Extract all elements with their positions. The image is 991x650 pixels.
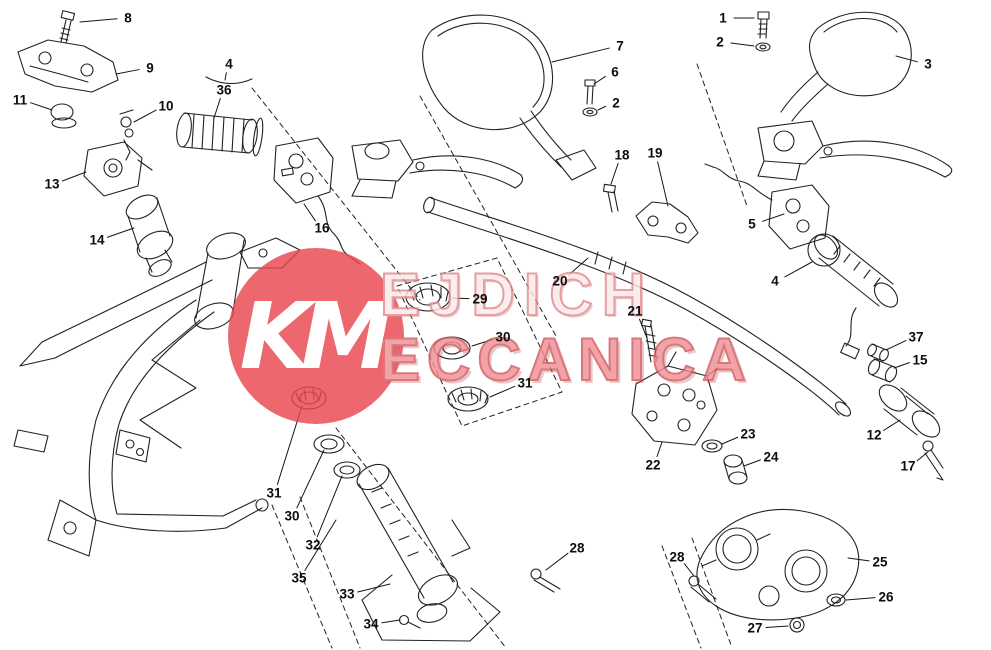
washer-2-center-drawing (582, 107, 598, 117)
bolt-28-left-drawing (530, 568, 561, 593)
bolt-6-drawing (584, 79, 596, 105)
ignition-switch-14-drawing (125, 194, 174, 277)
spacer-37-drawing (867, 343, 889, 362)
bracket-4-left (205, 76, 253, 85)
frame-drawing (13, 232, 301, 557)
right-mirror-3-drawing (780, 11, 912, 122)
steering-column-33-drawing (335, 427, 507, 649)
bolt-1-drawing (757, 11, 770, 39)
spacer-15-drawing (867, 358, 898, 383)
bolt-17-drawing (922, 440, 944, 481)
bar-end-weight-12-drawing (878, 384, 941, 438)
lower-bearing-drawing (291, 386, 361, 479)
bushing-24-drawing (723, 454, 748, 485)
bolt-21-drawing (640, 318, 660, 363)
washer-2-right-drawing (755, 42, 771, 52)
washer-23-drawing (701, 439, 723, 453)
bearing-stack-drawing (396, 257, 563, 427)
bolt-28-right-drawing (688, 575, 717, 603)
throttle-grip-drawing (807, 233, 899, 308)
clutch-lever-drawing (351, 139, 524, 199)
lock-housing-13-drawing (83, 141, 153, 197)
right-switch-5-drawing (704, 163, 830, 250)
construction-lines (251, 63, 748, 649)
riser-clamp-19-drawing (635, 201, 699, 244)
screw-10-drawing (119, 109, 134, 161)
bolt-8-drawing (59, 10, 76, 44)
handlebar-20-drawing (423, 196, 852, 417)
bolt-34-drawing (398, 614, 421, 629)
knob-11-drawing (50, 103, 77, 129)
triple-clamp-25-drawing (696, 508, 860, 621)
washer-26-drawing (826, 593, 846, 607)
left-mirror-7-drawing (422, 14, 597, 181)
bracket-9-drawing (17, 39, 119, 93)
brake-lever-drawing (757, 120, 953, 181)
bolt-18-drawing (602, 183, 619, 213)
left-switch-16-drawing (273, 137, 361, 265)
leader-lines (29, 17, 929, 628)
nut-27-drawing (789, 617, 805, 633)
throttle-cable-drawing (840, 307, 860, 360)
grip-36-drawing (176, 112, 264, 157)
steering-plate-22-drawing (631, 351, 719, 446)
